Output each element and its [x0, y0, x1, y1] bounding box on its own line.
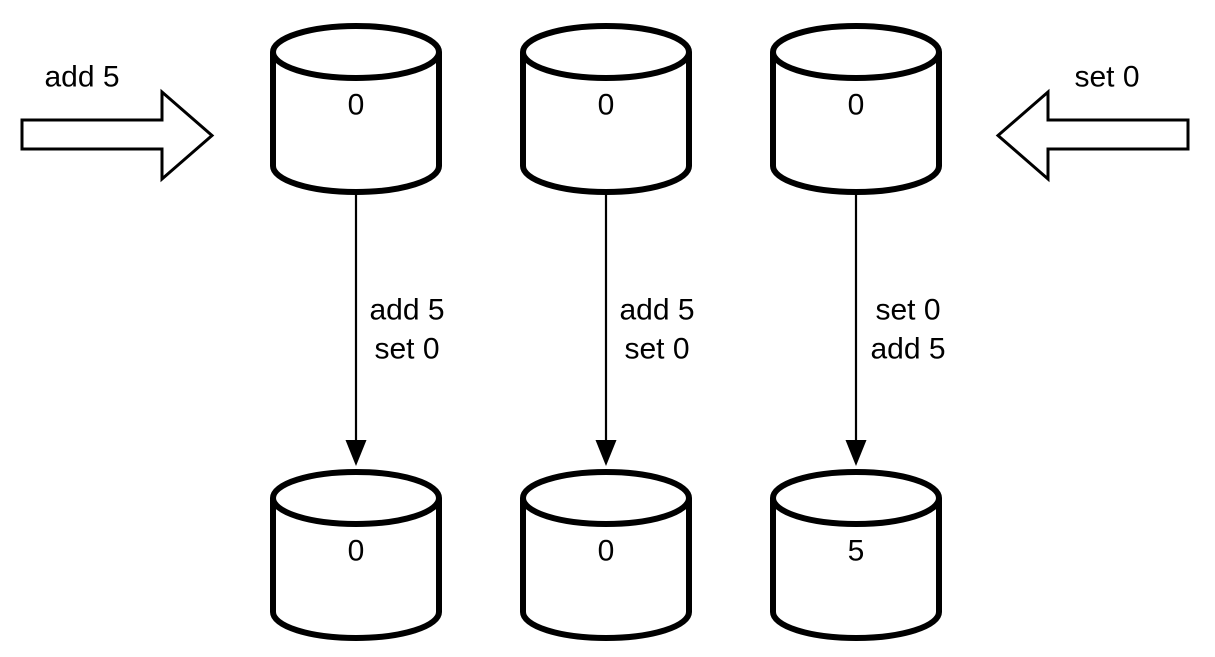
replica-1-initial-value: 0 [348, 89, 365, 122]
replica-3-initial-value: 0 [848, 89, 865, 122]
left-block-arrow-icon [995, 88, 1190, 183]
replica-column-3: 0 set 0 add 5 5 [773, 26, 946, 638]
replica-column-2: 0 add 5 set 0 0 [523, 26, 695, 638]
replica-2-op-order-line-2: set 0 [624, 333, 689, 366]
right-block-arrow-icon [20, 88, 215, 183]
arrowhead-down-icon-3 [845, 440, 867, 466]
replica-column-1: 0 add 5 set 0 0 [273, 26, 445, 638]
incoming-right-label: set 0 [1074, 61, 1139, 94]
incoming-operation-left: add 5 [20, 61, 215, 183]
incoming-operation-right: set 0 [995, 61, 1190, 183]
replica-3-op-order-line-2: add 5 [870, 333, 945, 366]
replica-1-op-order-line-2: set 0 [374, 333, 439, 366]
replica-3-op-order-line-1: set 0 [875, 294, 940, 327]
arrowhead-down-icon-2 [595, 440, 617, 466]
replica-2-final-value: 0 [598, 535, 615, 568]
incoming-left-label: add 5 [44, 61, 119, 94]
replica-3-final-value: 5 [848, 535, 865, 568]
replica-2-op-order-line-1: add 5 [619, 294, 694, 327]
replica-2-initial-value: 0 [598, 89, 615, 122]
replica-1-op-order-line-1: add 5 [369, 294, 444, 327]
replica-1-final-value: 0 [348, 535, 365, 568]
arrowhead-down-icon-1 [345, 440, 367, 466]
